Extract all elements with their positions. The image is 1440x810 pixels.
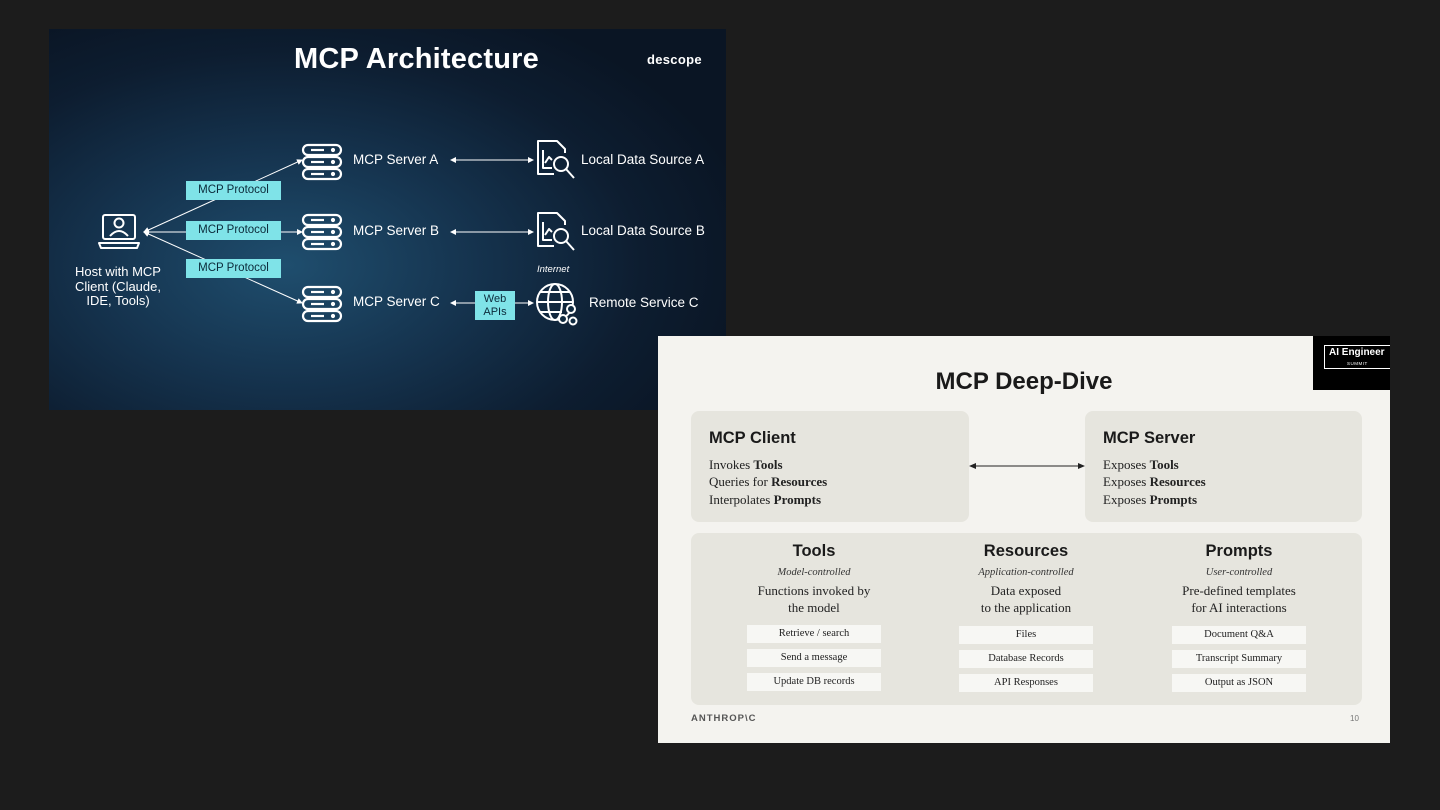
example-pill: Output as JSON <box>1172 674 1306 692</box>
example-pill: Database Records <box>959 650 1093 668</box>
ai-engineer-summit-badge: AI Engineer SUMMIT <box>1313 336 1390 390</box>
mcp-protocol-label-b: MCP Protocol <box>186 221 281 240</box>
host-label: Host with MCP Client (Claude, IDE, Tools… <box>75 264 161 308</box>
local-source-b-label: Local Data Source B <box>581 223 705 238</box>
mcp-architecture-slide: MCP Architecture descope MCP Protocol MC… <box>49 29 726 410</box>
client-line: Invokes Tools <box>709 457 783 472</box>
client-line: Interpolates Prompts <box>709 491 822 507</box>
mcp-server-card: MCP Server Exposes Tools Exposes Resourc… <box>1085 411 1362 522</box>
server-stack-icon <box>301 213 343 251</box>
example-pill: Files <box>959 626 1093 644</box>
client-server-arrow <box>969 463 1085 469</box>
primitives-card: Tools Model-controlled Functions invoked… <box>691 533 1362 705</box>
server-line: Exposes Prompts <box>1103 491 1198 507</box>
remote-service-label: Remote Service C <box>589 295 699 310</box>
server-a-label: MCP Server A <box>353 152 439 167</box>
server-c-label: MCP Server C <box>353 294 440 309</box>
anthropic-logo: ANTHROP\C <box>691 713 757 724</box>
laptop-user-icon <box>98 214 140 249</box>
server-line: Exposes Resources <box>1103 474 1206 490</box>
column-control: Model-controlled <box>777 567 851 578</box>
server-capabilities: Exposes Tools Exposes Resources Exposes … <box>1103 456 1206 508</box>
server-to-source-connectors <box>450 157 534 306</box>
web-apis-label: Web APIs <box>475 291 515 320</box>
column-control: Application-controlled <box>978 567 1074 578</box>
slide-title: MCP Deep-Dive <box>935 368 1113 395</box>
chart-search-icon <box>537 140 575 179</box>
column-title: Resources <box>983 542 1069 560</box>
example-pill: Transcript Summary <box>1172 650 1306 668</box>
internet-label: Internet <box>537 264 570 275</box>
client-title: MCP Client <box>709 429 796 447</box>
server-stack-icon <box>301 143 343 181</box>
server-stack-icon <box>301 285 343 323</box>
client-line: Queries for Resources <box>709 474 828 490</box>
globe-network-icon <box>536 283 578 326</box>
descope-logo: descope <box>647 52 702 67</box>
chart-search-icon <box>537 212 575 251</box>
column-title: Prompts <box>1205 542 1273 560</box>
badge-subtitle: SUMMIT <box>1347 361 1368 366</box>
mcp-protocol-label-a: MCP Protocol <box>186 181 281 200</box>
example-pill: API Responses <box>959 674 1093 692</box>
mcp-deep-dive-slide: AI Engineer SUMMIT MCP Deep-Dive MCP Cli… <box>658 336 1390 743</box>
example-pill: Retrieve / search <box>747 625 881 643</box>
server-line: Exposes Tools <box>1103 457 1179 472</box>
example-pill: Document Q&A <box>1172 626 1306 644</box>
client-capabilities: Invokes Tools Queries for Resources Inte… <box>709 456 827 508</box>
example-pill: Send a message <box>747 649 881 667</box>
server-b-label: MCP Server B <box>353 223 440 238</box>
badge-frame <box>1324 345 1390 369</box>
mcp-client-card: MCP Client Invokes Tools Queries for Res… <box>691 411 969 522</box>
mcp-protocol-label-c: MCP Protocol <box>186 259 281 278</box>
column-control: User-controlled <box>1205 567 1273 578</box>
slide-title: MCP Architecture <box>294 43 539 75</box>
column-title: Tools <box>792 542 836 560</box>
example-pill: Update DB records <box>747 673 881 691</box>
badge-title: AI Engineer <box>1329 347 1385 358</box>
server-title: MCP Server <box>1103 429 1196 447</box>
page-number: 10 <box>1350 714 1359 723</box>
architecture-diagram <box>98 140 578 326</box>
local-source-a-label: Local Data Source A <box>581 152 705 167</box>
